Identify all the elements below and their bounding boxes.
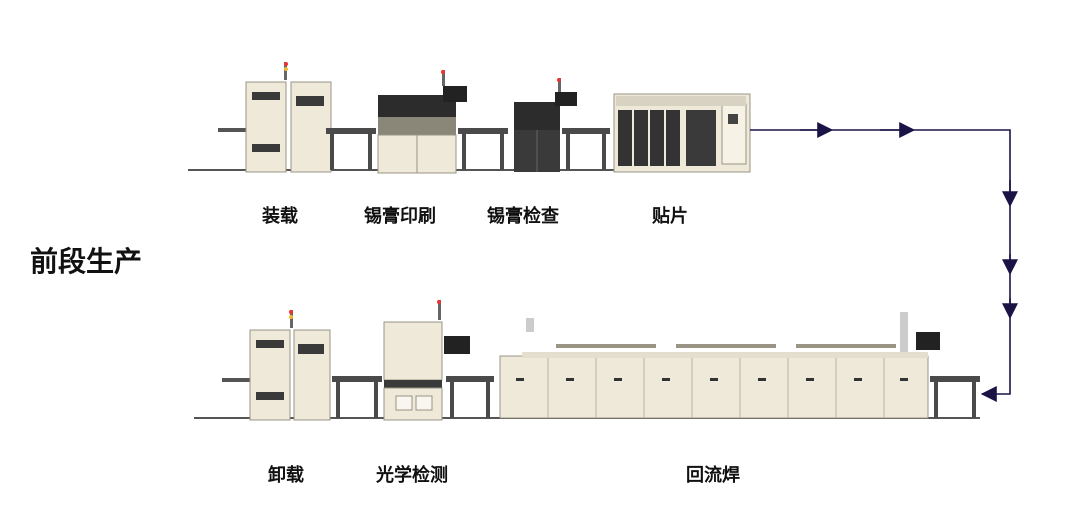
- station-label-solder-paste-inspection: 锡膏检查: [487, 206, 559, 227]
- station-label-unloader: 卸载: [268, 465, 304, 486]
- station-label-pick-and-place: 贴片: [652, 206, 688, 227]
- conveyor-top-3: [562, 128, 610, 170]
- optical-inspection-machine: [383, 300, 470, 421]
- solder-paste-printer-machine: [377, 70, 467, 174]
- conveyor-bottom-3: [930, 376, 980, 418]
- flow-arrows: [750, 122, 1018, 402]
- solder-paste-inspection-machine: [514, 78, 577, 172]
- station-label-loader: 装载: [262, 206, 298, 227]
- loader-machine: [218, 62, 332, 173]
- conveyor-top-1: [326, 128, 376, 170]
- bottom-line: [194, 300, 980, 421]
- conveyor-bottom-2: [446, 376, 494, 418]
- unloader-machine: [222, 310, 331, 421]
- section-title: 前段生产: [30, 245, 143, 278]
- station-label-optical-inspection: 光学检测: [376, 465, 448, 486]
- conveyor-bottom-1: [332, 376, 382, 418]
- station-label-reflow-oven: 回流焊: [686, 465, 740, 486]
- conveyor-top-2: [458, 128, 508, 170]
- top-line: [188, 62, 751, 174]
- station-label-solder-paste-printer: 锡膏印刷: [364, 206, 436, 227]
- reflow-oven-machine: [499, 312, 940, 419]
- pick-and-place-machine: [613, 93, 751, 173]
